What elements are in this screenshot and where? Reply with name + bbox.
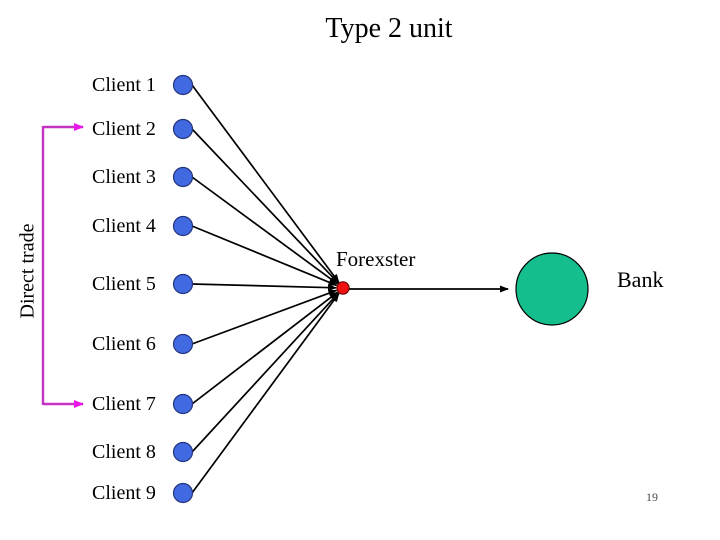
client-nodes bbox=[172, 74, 194, 504]
connector-client-2 bbox=[191, 128, 339, 284]
client-node-6 bbox=[172, 333, 194, 355]
bank-node bbox=[515, 252, 589, 326]
client-node-1 bbox=[172, 74, 194, 96]
direct-trade-label: Direct trade bbox=[16, 223, 39, 319]
client-label-9: Client 9 bbox=[92, 482, 156, 504]
client-node-4 bbox=[172, 215, 194, 237]
client-node-9 bbox=[172, 482, 194, 504]
client-label-4: Client 4 bbox=[92, 215, 156, 237]
connector-client-7 bbox=[191, 291, 339, 405]
client-node-3 bbox=[172, 166, 194, 188]
client-label-3: Client 3 bbox=[92, 166, 156, 188]
client-node-8 bbox=[172, 441, 194, 463]
connector-client-5 bbox=[191, 283, 337, 292]
connector-client-4 bbox=[191, 225, 338, 287]
client-node-7 bbox=[172, 393, 194, 415]
client-node-2 bbox=[172, 118, 194, 140]
hub-label: Forexster bbox=[336, 247, 416, 271]
connector-client-3 bbox=[191, 176, 339, 285]
slide-title: Type 2 unit bbox=[325, 13, 453, 44]
page-number: 19 bbox=[646, 490, 658, 504]
hub-node bbox=[336, 281, 350, 295]
client-label-8: Client 8 bbox=[92, 441, 156, 463]
client-label-1: Client 1 bbox=[92, 74, 156, 96]
direct-trade-bracket bbox=[41, 123, 84, 408]
client-label-7: Client 7 bbox=[92, 393, 156, 415]
connector-client-8 bbox=[191, 292, 339, 453]
connector-client-1 bbox=[191, 84, 340, 284]
client-label-2: Client 2 bbox=[92, 118, 156, 140]
client-label-5: Client 5 bbox=[92, 273, 156, 295]
client-label-6: Client 6 bbox=[92, 333, 156, 355]
bank-label: Bank bbox=[617, 267, 664, 292]
connector-client-6 bbox=[191, 289, 338, 345]
client-to-hub-connectors bbox=[191, 84, 340, 494]
client-node-5 bbox=[172, 273, 194, 295]
connector-client-9 bbox=[191, 292, 340, 494]
